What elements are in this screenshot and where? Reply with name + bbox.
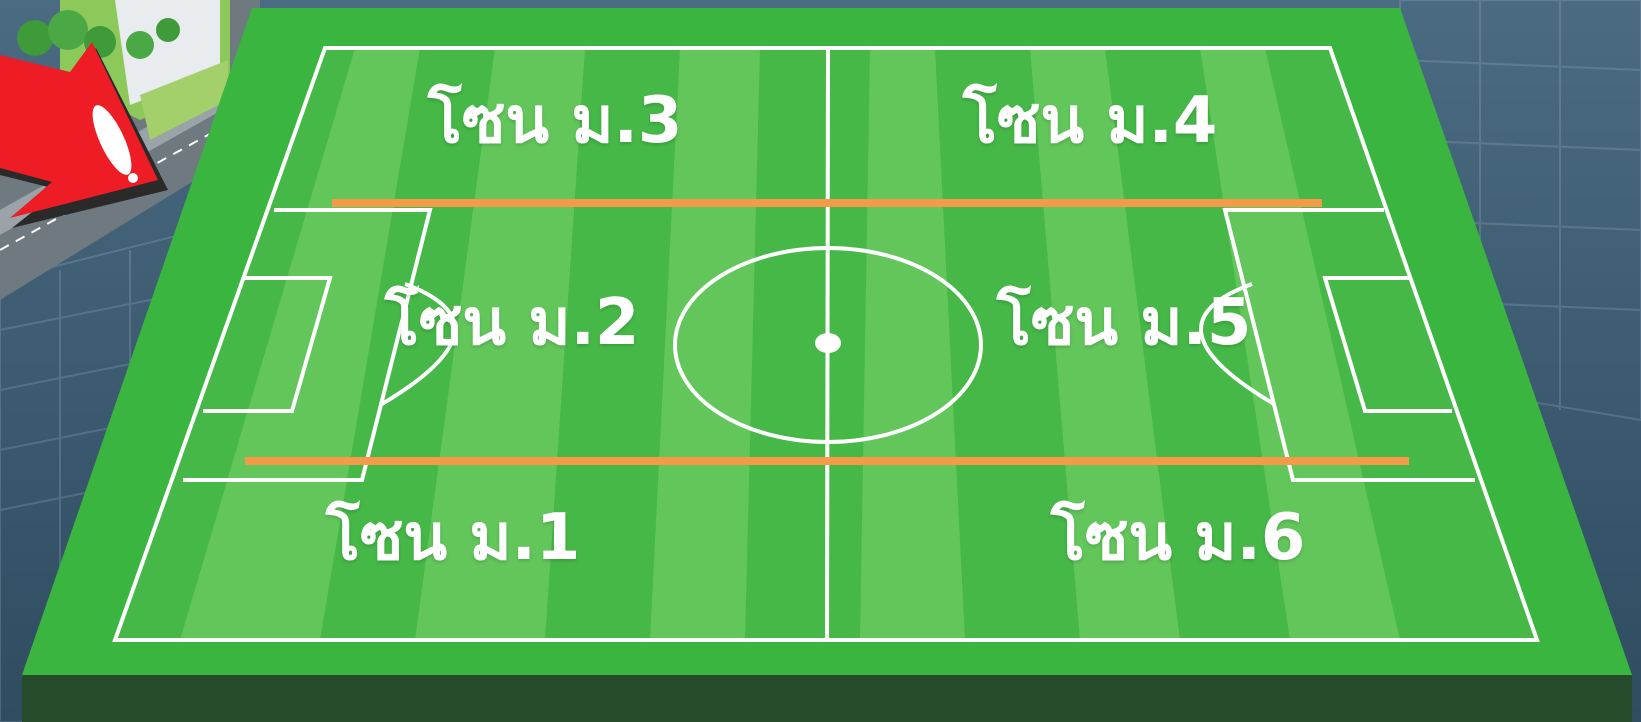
zone-label-m4: โซน ม.4 xyxy=(963,69,1218,171)
platform-side xyxy=(22,675,1632,722)
zone-label-m2: โซน ม.2 xyxy=(385,271,640,373)
zone-label-m1: โซน ม.1 xyxy=(326,486,581,588)
zone-label-m3: โซน ม.3 xyxy=(428,69,683,171)
zone-label-m5: โซน ม.5 xyxy=(997,271,1252,373)
zone-label-m6: โซน ม.6 xyxy=(1051,486,1306,588)
center-spot xyxy=(815,333,841,353)
